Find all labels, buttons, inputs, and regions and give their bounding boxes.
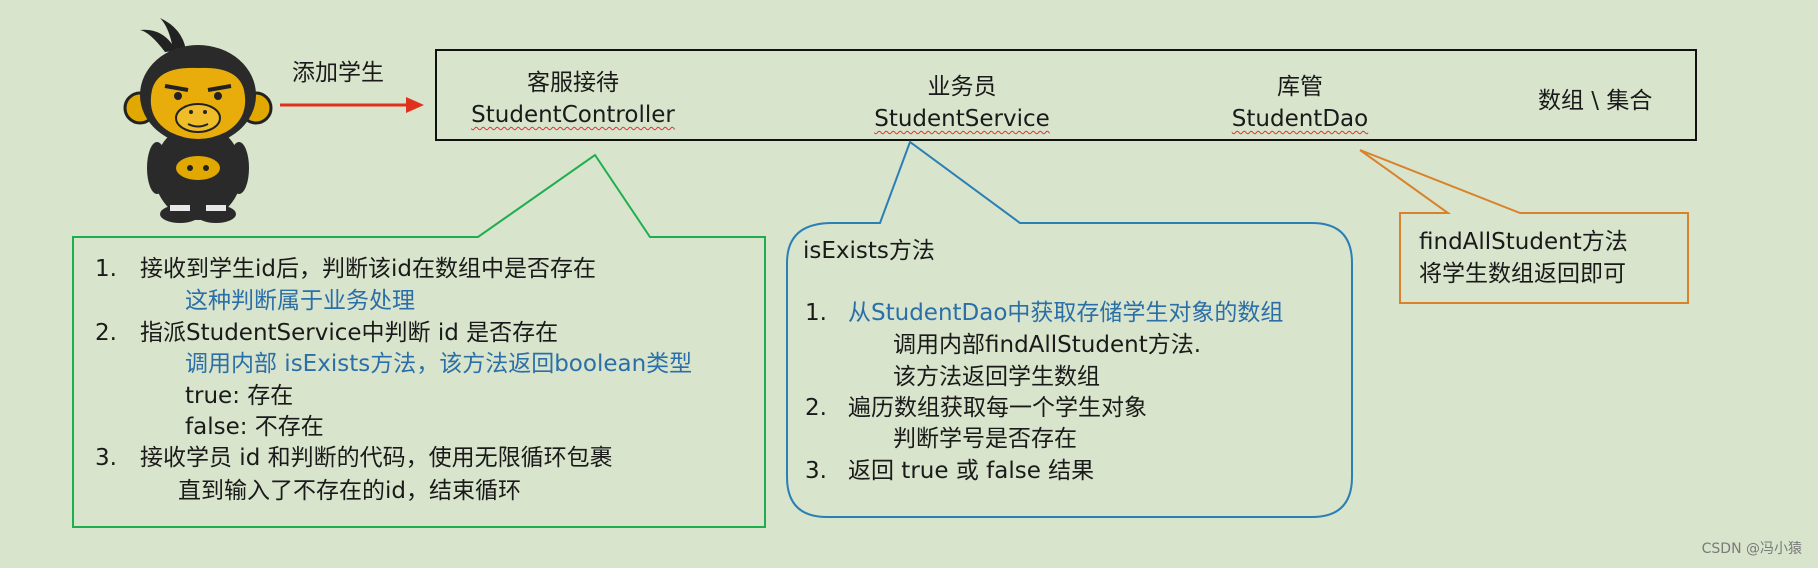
controller-item-2-num: 2. <box>95 320 117 346</box>
controller-item-1-text: 接收到学生id后，判断该id在数组中是否存在 <box>140 256 596 282</box>
service-item-2-sub: 判断学号是否存在 <box>893 426 1077 452</box>
controller-item-3-num: 3. <box>95 445 117 471</box>
controller-name: StudentController <box>471 102 675 128</box>
service-item-1-sub2: 该方法返回学生数组 <box>893 364 1100 390</box>
service-name: StudentService <box>874 106 1050 132</box>
service-callout-shape <box>786 140 1353 518</box>
mascot-monkey-icon <box>123 18 273 223</box>
dao-box-line1: findAllStudent方法 <box>1419 229 1628 255</box>
controller-item-2-sub2: true: 存在 <box>185 383 294 409</box>
controller-item-3-text: 接收学员 id 和判断的代码，使用无限循环包裹 <box>140 445 613 471</box>
arrow-label: 添加学生 <box>292 60 384 86</box>
controller-item-2-text: 指派StudentService中判断 id 是否存在 <box>140 320 559 346</box>
service-item-2-text: 遍历数组获取每一个学生对象 <box>848 395 1147 421</box>
storage-label: 数组 \ 集合 <box>1538 88 1653 114</box>
service-role: 业务员 <box>927 74 997 100</box>
controller-item-1-sub: 这种判断属于业务处理 <box>185 288 415 314</box>
controller-item-2-sub3: false: 不存在 <box>185 414 324 440</box>
dao-box-line2: 将学生数组返回即可 <box>1419 261 1626 287</box>
service-item-1-num: 1. <box>805 300 827 326</box>
service-item-1-text: 从StudentDao中获取存储学生对象的数组 <box>848 300 1284 326</box>
service-item-2-num: 2. <box>805 395 827 421</box>
controller-item-3-sub: 直到输入了不存在的id，结束循环 <box>178 478 521 504</box>
service-item-1-sub: 调用内部findAllStudent方法. <box>893 332 1202 358</box>
service-item-3-text: 返回 true 或 false 结果 <box>848 458 1095 484</box>
dao-name: StudentDao <box>1231 106 1369 132</box>
controller-item-2-sub: 调用内部 isExists方法，该方法返回boolean类型 <box>185 351 693 377</box>
service-item-3-num: 3. <box>805 458 827 484</box>
watermark: CSDN @冯小猿 <box>1701 541 1802 557</box>
dao-role: 库管 <box>1277 74 1323 100</box>
controller-role: 客服接待 <box>527 70 619 96</box>
controller-item-1-num: 1. <box>95 256 117 282</box>
top-bar-box <box>435 49 1697 141</box>
add-student-arrow <box>280 97 424 113</box>
controller-callout-shape <box>72 153 766 528</box>
dao-callout-shape <box>1359 149 1689 304</box>
service-box-title: isExists方法 <box>803 238 935 264</box>
